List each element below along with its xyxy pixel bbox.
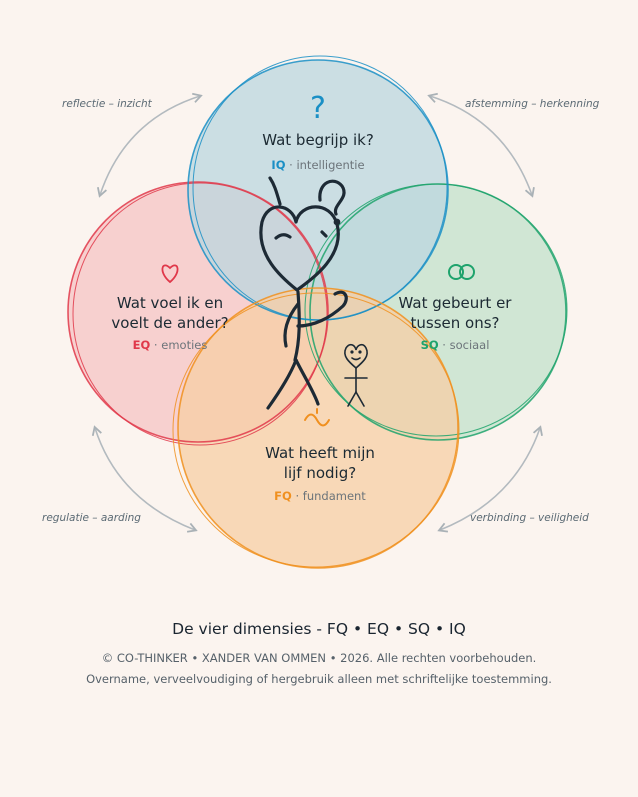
footer-copyright: © CO-THINKER • XANDER VAN OMMEN • 2026. … xyxy=(101,651,537,665)
arrow-label-top-right: afstemming – herkenning xyxy=(465,98,600,110)
iq-label: intelligentie xyxy=(296,158,365,172)
arrow-label-top-left: reflectie – inzicht xyxy=(62,98,152,110)
iq-separator: · xyxy=(285,158,297,172)
sq-code-line: SQ · sociaal xyxy=(380,338,530,352)
eq-separator: · xyxy=(150,338,162,352)
fq-question-line2: lijf nodig? xyxy=(283,464,357,482)
wave-icon xyxy=(304,413,330,427)
iq-question: Wat begrijp ik? xyxy=(262,131,374,149)
arrow-bottom-left xyxy=(91,425,198,533)
fq-code: FQ xyxy=(274,489,292,503)
sq-separator: · xyxy=(438,338,450,352)
footer-title: De vier dimensies - FQ • EQ • SQ • IQ xyxy=(172,620,466,638)
eq-question: Wat voel ik en voelt de ander? xyxy=(90,293,250,333)
venn-diagram: ? reflectie – xyxy=(42,55,600,569)
footer-notice: Overname, verveelvoudiging of hergebruik… xyxy=(86,672,552,686)
fq-label: fundament xyxy=(302,489,366,503)
fq-code-line: FQ · fundament xyxy=(230,489,410,503)
venn-svg: ? xyxy=(67,55,568,569)
circle-iq xyxy=(188,60,448,320)
eq-code-line: EQ · emoties xyxy=(90,338,250,352)
sq-label: sociaal xyxy=(449,338,490,352)
sq-question-line1: Wat gebeurt er xyxy=(398,294,512,312)
eq-label: emoties xyxy=(161,338,208,352)
arrow-bottom-right xyxy=(437,425,543,533)
sq-code: SQ xyxy=(420,338,439,352)
heart-icon xyxy=(161,264,179,284)
small-figure-illustration xyxy=(344,343,368,407)
arrow-label-bottom-right: verbinding – veiligheid xyxy=(470,512,589,524)
eq-question-line1: Wat voel ik en xyxy=(116,294,224,312)
question-mark-icon: ? xyxy=(310,91,326,126)
rings-icon xyxy=(448,264,475,280)
eq-question-line2: voelt de ander? xyxy=(111,314,229,332)
arrow-label-bottom-left: regulatie – aarding xyxy=(42,512,141,524)
sq-question-line2: tussen ons? xyxy=(410,314,500,332)
fq-question: Wat heeft mijn lijf nodig? xyxy=(230,443,410,483)
fq-question-line1: Wat heeft mijn xyxy=(265,444,375,462)
arrow-top-right xyxy=(427,92,535,198)
eq-code: EQ xyxy=(132,338,151,352)
fq-separator: · xyxy=(291,489,303,503)
sq-question: Wat gebeurt er tussen ons? xyxy=(380,293,530,333)
stick-figure-illustration xyxy=(259,176,348,410)
iq-code-line: IQ · intelligentie xyxy=(218,158,418,172)
iq-code: IQ xyxy=(271,158,286,172)
footer: De vier dimensies - FQ • EQ • SQ • IQ © … xyxy=(0,620,638,690)
circle-fq xyxy=(178,288,458,568)
arrow-top-left xyxy=(96,92,203,198)
